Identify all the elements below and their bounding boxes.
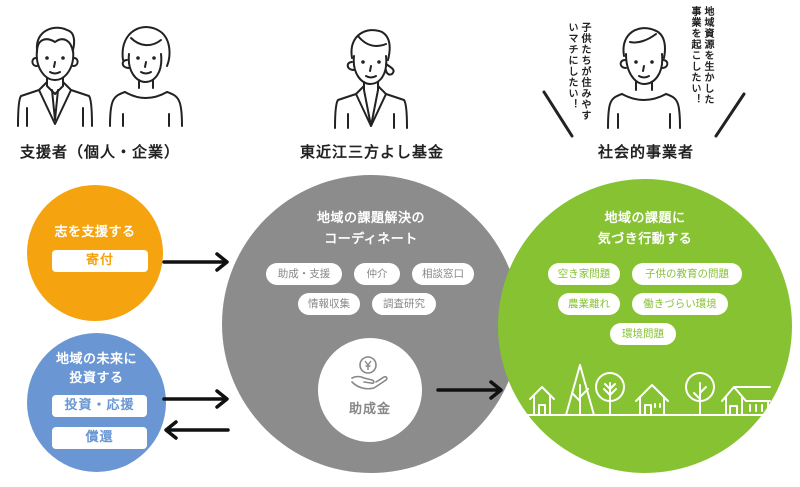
- action-title-line1: 地域の課題に: [604, 211, 686, 226]
- yen-coin-hand-icon: [351, 356, 388, 390]
- coordination-title-line1: 地域の課題解決の: [316, 211, 425, 226]
- issue-pill: 環境問題: [610, 323, 676, 345]
- supporter-woman-icon: [109, 26, 183, 127]
- role-supporters: 支援者（個人・企業）: [20, 143, 181, 161]
- role-social-business: 社会的事業者: [598, 143, 695, 161]
- emphasis-lines: [542, 90, 746, 138]
- service-pill: 調査研究: [372, 293, 436, 315]
- repayment-box: 償還: [52, 427, 147, 449]
- issue-pill: 空き家問題: [548, 263, 620, 285]
- speech-left: 子供たちが住みやすいマチにしたい！: [566, 22, 590, 121]
- social-entrepreneur-icon: [607, 27, 681, 129]
- investment-circle: 地域の未来に 投資する 投資・応援 償還: [27, 333, 166, 472]
- arrow-investment-to-foundation: [162, 389, 229, 409]
- service-pill: 助成・支援: [266, 263, 342, 285]
- grant-label: 助成金: [348, 402, 391, 417]
- speech-right: 地域資源を生かした事業を起こしたい！: [689, 6, 713, 105]
- supporter-man-icon: [17, 26, 93, 127]
- role-foundation: 東近江三方よし基金: [300, 143, 445, 161]
- donation-title: 志を支援する: [54, 225, 136, 240]
- action-circle: 地域の課題に 気づき行動する 空き家問題 子供の教育の問題 農業離れ 働きづらい…: [498, 179, 792, 473]
- service-pill: 情報収集: [298, 293, 360, 315]
- service-pill: 仲介: [354, 263, 400, 285]
- issue-pill: 農業離れ: [558, 293, 620, 315]
- arrow-repayment-to-investor: [164, 420, 230, 440]
- grant-circle: 助成金: [318, 338, 422, 442]
- coordination-circle: 地域の課題解決の コーディネート 助成・支援 仲介 相談窓口 情報収集 調査研究…: [222, 175, 520, 473]
- service-pill: 相談窓口: [412, 263, 474, 285]
- arrow-donation-to-foundation: [162, 252, 229, 272]
- donation-circle: 志を支援する 寄付: [27, 185, 163, 321]
- investment-title-line2: 投資する: [69, 371, 124, 386]
- issue-pill: 子供の教育の問題: [632, 263, 742, 285]
- donation-box: 寄付: [52, 250, 148, 272]
- coordination-title-line2: コーディネート: [324, 232, 418, 247]
- investment-title-line1: 地域の未来に: [55, 352, 137, 367]
- invest-support-box: 投資・応援: [52, 395, 147, 417]
- foundation-staff-icon: [334, 29, 408, 129]
- action-title-line2: 気づき行動する: [597, 232, 693, 247]
- issue-pill: 働きづらい環境: [632, 293, 728, 315]
- townscape-icon: [524, 364, 772, 416]
